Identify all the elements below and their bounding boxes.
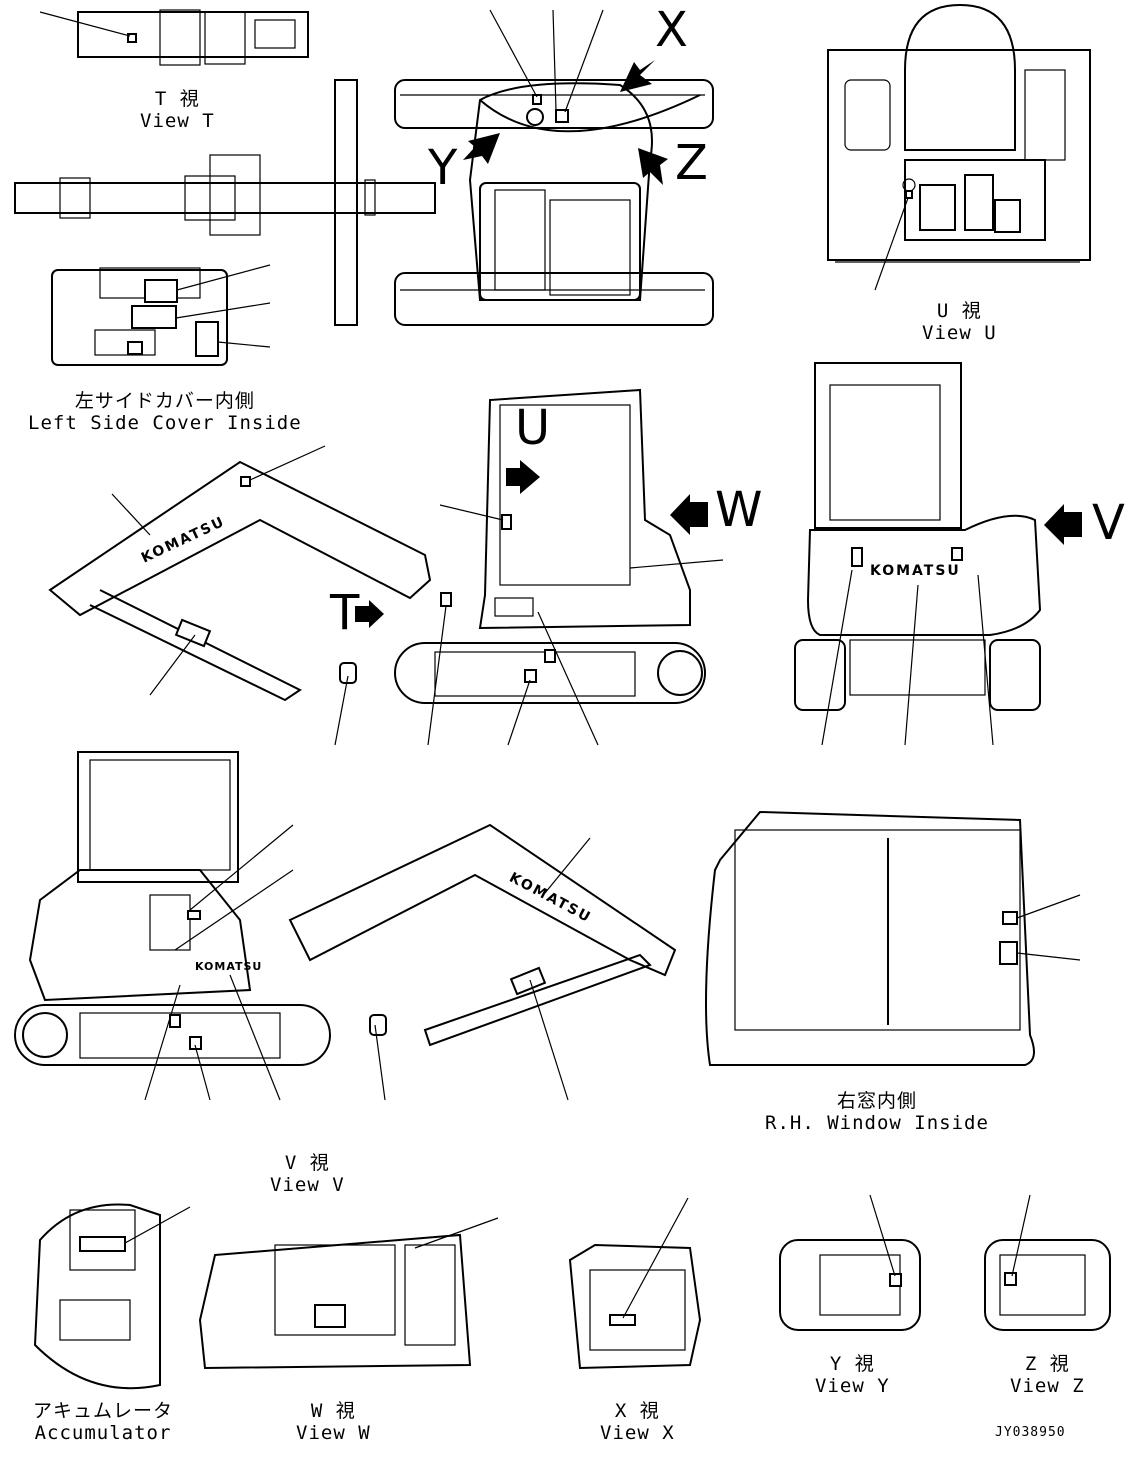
view-x-jp: X 視: [614, 1400, 660, 1422]
view-x-drawing: [568, 1197, 702, 1370]
view-z-caption: Z 視 View Z: [1010, 1353, 1085, 1397]
brand-decal-counterweight: KOMATSU: [195, 960, 263, 973]
view-u-jp: U 視: [936, 300, 982, 322]
view-y-drawing: [779, 1194, 921, 1331]
view-z-drawing: [984, 1194, 1111, 1331]
rh-window-jp: 右窓内側: [836, 1090, 917, 1112]
arrow-letter-t: T: [330, 585, 360, 641]
arrow-letter-z: Z: [675, 135, 708, 191]
arrow-letter-u: U: [515, 400, 551, 456]
left-cover-caption: 左サイドカバー内側 Left Side Cover Inside: [28, 390, 302, 434]
arrow-letter-y: Y: [428, 140, 458, 196]
accumulator-caption: アキュムレータ Accumulator: [33, 1400, 173, 1444]
view-u-caption: U 視 View U: [922, 300, 997, 344]
view-z-en: View Z: [1010, 1375, 1085, 1397]
view-t-caption: T 視 View T: [140, 88, 215, 132]
accumulator-en: Accumulator: [34, 1422, 172, 1444]
left-cover-jp: 左サイドカバー内側: [74, 390, 255, 412]
left-cover-drawing: [51, 264, 271, 366]
view-t-jp: T 視: [154, 88, 200, 110]
view-w-jp: W 視: [310, 1400, 356, 1422]
rh-window-en: R.H. Window Inside: [765, 1112, 989, 1134]
view-v-en: View V: [270, 1174, 345, 1196]
rh-window-drawing: [705, 810, 1081, 1066]
view-x-caption: X 視 View X: [600, 1400, 675, 1444]
view-x-en: View X: [600, 1422, 675, 1444]
drawing-code: JY038950: [995, 1425, 1066, 1440]
arrow-letter-v: V: [1092, 495, 1125, 551]
arrow-letter-x: X: [655, 2, 688, 58]
rh-window-caption: 右窓内側 R.H. Window Inside: [765, 1090, 989, 1134]
view-t-en: View T: [140, 110, 215, 132]
view-z-jp: Z 視: [1024, 1353, 1070, 1375]
view-v-caption: V 視 View V: [270, 1152, 345, 1196]
view-v-side-drawing: [14, 751, 677, 1101]
view-u-drawing: [827, 3, 1091, 291]
plan-view-drawing: [14, 9, 714, 326]
view-w-caption: W 視 View W: [296, 1400, 371, 1444]
arrow-letter-w: W: [715, 482, 763, 538]
view-y-jp: Y 視: [829, 1353, 875, 1375]
accumulator-jp: アキュムレータ: [33, 1400, 174, 1422]
brand-decal-rear: KOMATSU: [870, 563, 961, 579]
left-cover-en: Left Side Cover Inside: [28, 412, 302, 434]
view-v-jp: V 視: [284, 1152, 330, 1174]
view-t-drawing: [39, 9, 309, 66]
view-w-en: View W: [296, 1422, 371, 1444]
side-view-drawing: [48, 388, 724, 746]
view-y-en: View Y: [815, 1375, 890, 1397]
view-v-rear-drawing: [794, 362, 1082, 746]
view-w-drawing: [198, 1217, 499, 1370]
accumulator-drawing: [33, 1203, 191, 1390]
view-u-en: View U: [922, 322, 997, 344]
view-y-caption: Y 視 View Y: [815, 1353, 890, 1397]
